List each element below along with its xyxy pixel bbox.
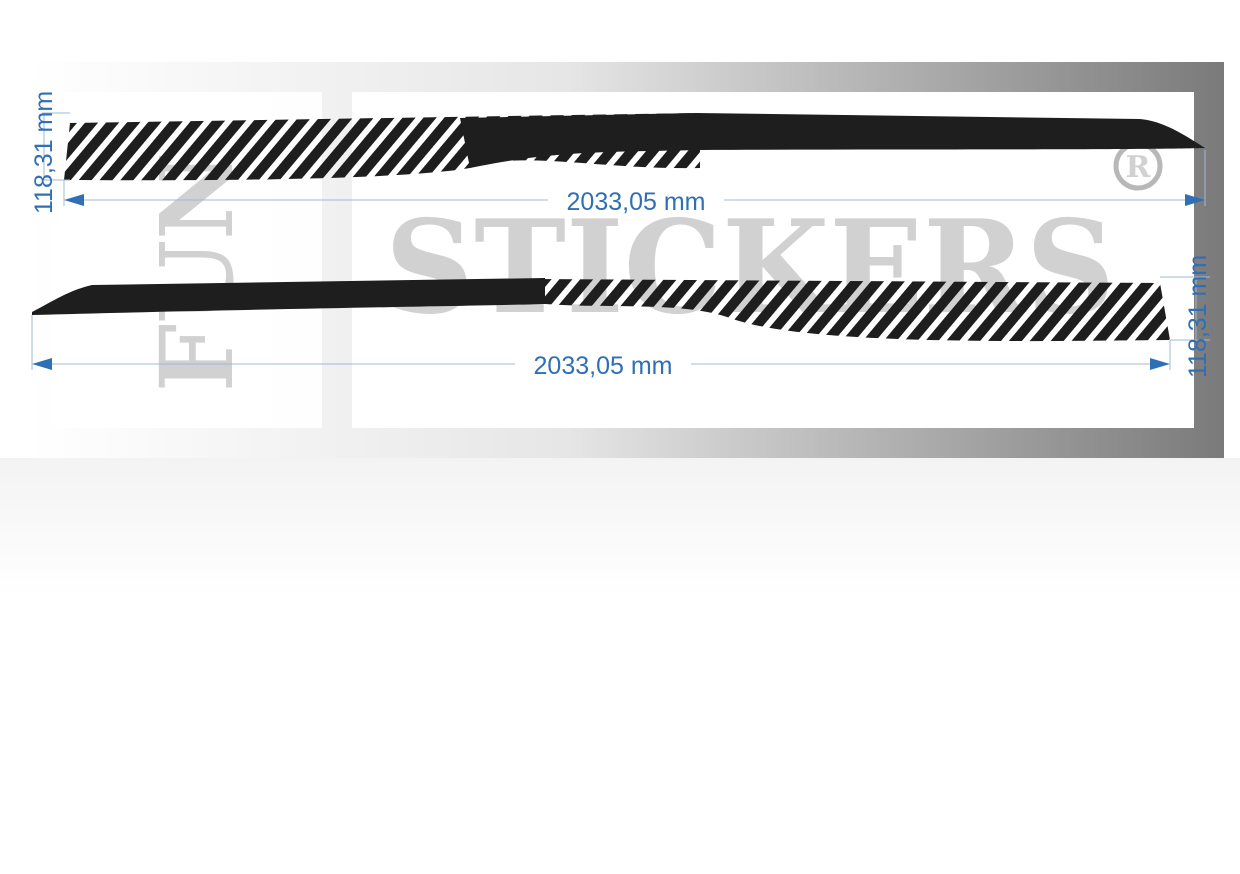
bottom-stripe xyxy=(32,278,1170,342)
top-width-label: 2033,05 mm xyxy=(567,188,706,216)
top-width-dimension: 2033,05 mm xyxy=(63,150,1206,216)
bottom-height-dimension: 118,31 mm xyxy=(1160,255,1212,378)
top-height-dimension: 118,31 mm xyxy=(30,91,70,214)
bottom-width-dimension: 2033,05 mm xyxy=(31,315,1171,380)
top-height-label: 118,31 mm xyxy=(30,91,58,214)
bottom-stripe-solid-section xyxy=(32,278,545,315)
svg-text:R: R xyxy=(1126,150,1152,185)
watermark-side-word: FUN xyxy=(138,152,256,392)
bottom-height-label: 118,31 mm xyxy=(1184,255,1212,378)
bottom-width-label: 2033,05 mm xyxy=(534,352,673,380)
